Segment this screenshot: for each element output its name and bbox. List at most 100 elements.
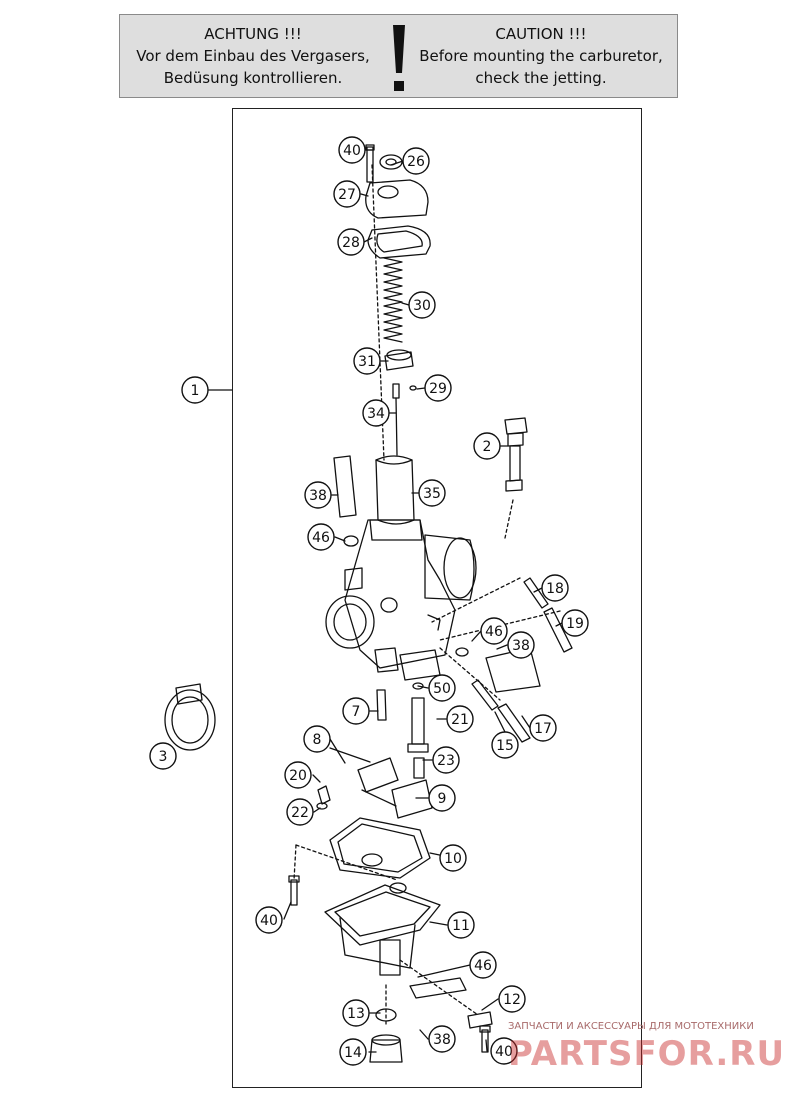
hose-clamp [164, 683, 216, 751]
callout-circle [428, 784, 456, 812]
callout-label: 14 [344, 1045, 362, 1061]
callout-circle [446, 705, 474, 733]
callout-circle [498, 985, 526, 1013]
callout-label: 15 [496, 738, 514, 754]
callout-38: 38 [507, 631, 535, 659]
callout-circle [541, 574, 569, 602]
callout-circle [561, 609, 589, 637]
callout-26: 26 [402, 147, 430, 175]
callout-10: 10 [439, 844, 467, 872]
callout-label: 21 [451, 712, 469, 728]
callout-label: 11 [452, 918, 470, 934]
callout-circle [333, 180, 361, 208]
callout-40: 40 [338, 136, 366, 164]
callout-12: 12 [498, 985, 526, 1013]
callout-28: 28 [337, 228, 365, 256]
float-bowl-group [288, 875, 441, 976]
callout-label: 40 [495, 1044, 513, 1060]
callout-21: 21 [446, 705, 474, 733]
callout-label: 38 [512, 638, 530, 654]
callout-14: 14 [339, 1038, 367, 1066]
caution-line-german-1: Vor dem Einbau des Vergasers, [136, 47, 370, 65]
callout-label: 38 [433, 1032, 451, 1048]
callout-circle [307, 523, 335, 551]
callout-label: 19 [566, 616, 584, 632]
callout-label: 35 [423, 486, 441, 502]
exclamation-icon [393, 25, 405, 91]
callout-9: 9 [428, 784, 456, 812]
watermark-caption: ЗАПЧАСТИ И АКСЕССУАРЫ ДЛЯ МОТОТЕХНИКИ [508, 1021, 754, 1032]
callout-23: 23 [432, 746, 460, 774]
callout-circle [480, 617, 508, 645]
callout-label: 27 [338, 187, 356, 203]
callout-circle [304, 481, 332, 509]
callout-46: 46 [307, 523, 335, 551]
idle-adjuster-group [504, 417, 528, 492]
callout-38: 38 [304, 481, 332, 509]
callout-22: 22 [286, 798, 314, 826]
bowl-gasket [329, 817, 431, 879]
callout-circle [439, 844, 467, 872]
throttle-slide-group [333, 455, 415, 547]
callout-35: 35 [418, 479, 446, 507]
callout-38: 38 [428, 1025, 456, 1053]
caution-text-english: CAUTION !!! Before mounting the carburet… [412, 23, 670, 89]
callout-13: 13 [342, 999, 370, 1027]
diagram-frame [232, 108, 642, 1088]
callout-label: 46 [485, 624, 503, 640]
caution-text-german: ACHTUNG !!! Vor dem Einbau des Vergasers… [124, 23, 382, 89]
jets-group [376, 682, 429, 779]
callout-label: 20 [289, 768, 307, 784]
callout-circle [303, 725, 331, 753]
callout-11: 11 [447, 911, 475, 939]
callout-1: 1 [181, 376, 209, 404]
callout-circle [432, 746, 460, 774]
callout-2: 2 [473, 432, 501, 460]
carburetor-body [325, 519, 477, 681]
caution-heading-german: ACHTUNG !!! [204, 25, 302, 43]
callout-circle [491, 731, 519, 759]
callout-label: 10 [444, 851, 462, 867]
callout-circle [342, 999, 370, 1027]
callout-label: 2 [483, 439, 492, 455]
callout-circle [428, 1025, 456, 1053]
callout-circle [418, 479, 446, 507]
callout-circle [255, 906, 283, 934]
callout-circle [338, 136, 366, 164]
callout-circle [284, 761, 312, 789]
callout-30: 30 [408, 291, 436, 319]
callout-circle [408, 291, 436, 319]
callout-27: 27 [333, 180, 361, 208]
top-cover-group [365, 144, 431, 259]
callout-label: 1 [191, 383, 200, 399]
callout-7: 7 [342, 697, 370, 725]
callout-label: 3 [159, 749, 168, 765]
callout-31: 31 [353, 347, 381, 375]
callout-circle [447, 911, 475, 939]
callout-circle [149, 742, 177, 770]
caution-line-english-1: Before mounting the carburetor, [419, 47, 663, 65]
callout-label: 22 [291, 805, 309, 821]
callout-label: 17 [534, 721, 552, 737]
caution-box: ACHTUNG !!! Vor dem Einbau des Vergasers… [119, 14, 678, 98]
callout-19: 19 [561, 609, 589, 637]
callout-label: 50 [433, 681, 451, 697]
callout-circle [507, 631, 535, 659]
callout-label: 34 [367, 406, 385, 422]
callout-label: 18 [546, 581, 564, 597]
callout-20: 20 [284, 761, 312, 789]
callout-3: 3 [149, 742, 177, 770]
callout-circle [181, 376, 209, 404]
callout-label: 29 [429, 381, 447, 397]
bowl-bottom-group [369, 977, 493, 1063]
callout-label: 23 [437, 753, 455, 769]
callout-40: 40 [255, 906, 283, 934]
callout-17: 17 [529, 714, 557, 742]
callout-circle [529, 714, 557, 742]
callout-circle [337, 228, 365, 256]
callout-label: 7 [352, 704, 361, 720]
callout-label: 28 [342, 235, 360, 251]
callout-label: 40 [343, 143, 361, 159]
callout-15: 15 [491, 731, 519, 759]
